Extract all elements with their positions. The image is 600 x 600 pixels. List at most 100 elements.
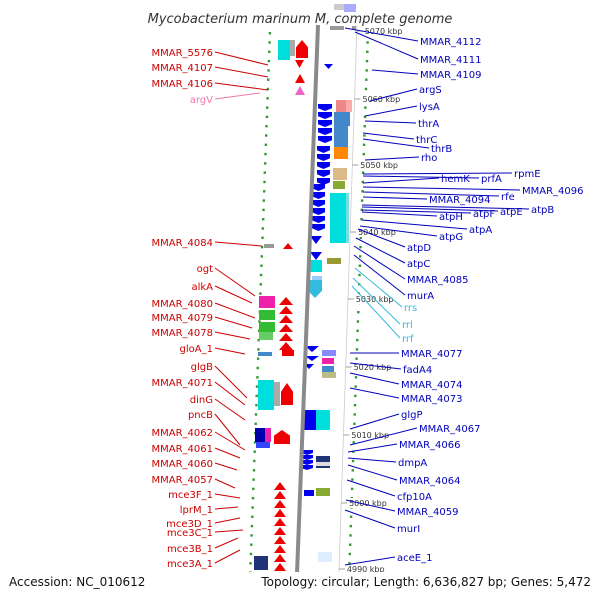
gene-label-lysa: lysA [419,102,440,113]
tick-dot-left [250,543,253,546]
tick-dot-left [252,469,256,472]
feature-block [336,100,346,112]
reverse-gene-block [317,154,330,161]
feature-block [258,352,272,356]
gene-label-mmar-4061: MMAR_4061 [152,444,214,455]
feature-block [259,322,275,332]
gene-label-mmar-4096: MMAR_4096 [522,186,584,197]
gene-label-argv: argV [190,95,213,106]
feature-block [256,442,270,448]
reverse-gene-block [301,450,313,455]
leader-line [214,478,236,489]
tick-dot-right [349,524,352,528]
tick-dot-left [251,515,254,518]
kbp-label: 5000 kbp [349,499,387,508]
gene-label-mce3f-1: mce3F_1 [168,490,213,501]
tick-dot-left [255,385,259,388]
tick-dot-left [261,236,264,239]
feature-block [316,488,330,496]
leader-line [354,31,419,60]
tick-dot-left [250,534,253,537]
kbp-label-bg [358,160,402,170]
tick-dot-right [364,87,368,91]
leader-line [364,120,417,124]
genome-backbone [294,24,320,600]
leader-line [214,241,263,247]
leader-line [214,398,246,421]
tick-dot-right [363,115,367,119]
forward-gene-arrow [274,518,286,526]
tick-dot-right [352,450,355,453]
tick-dot-left [256,357,260,360]
gene-label-hemk: hemK [441,174,470,185]
kbp-label: 5020 kbp [354,363,392,372]
feature-block [330,193,346,243]
gene-label-atpf: atpF [473,209,495,220]
tick-dot-left [264,162,267,165]
reverse-gene-block [312,192,325,199]
gene-label-mura: murA [407,291,434,302]
gene-label-rrs: rrs [404,303,417,314]
feature-block [290,40,295,56]
forward-gene-arrow [279,333,293,341]
reverse-gene-arrow [305,356,319,361]
leader-line [353,254,406,296]
leader-line [361,219,468,230]
tick-dot-right [360,208,363,212]
kbp-label-bg [360,94,404,104]
feature-block [322,372,336,378]
kbp-label: 5060 kbp [363,95,401,104]
tick-dot-right [351,469,354,472]
tick-dot-left [249,552,253,556]
feature-block [334,160,348,168]
leader-line [362,186,521,191]
leader-line [214,51,269,66]
gene-label-thrb: thrB [431,144,452,155]
reverse-gene-arrow [324,64,333,69]
gene-label-atpb: atpB [531,205,554,216]
kbp-label: 5070 kbp [365,27,403,36]
tick-dot-left [259,283,262,286]
feature-block [255,428,265,442]
tick-dot-left [268,32,272,35]
leader-line [214,506,239,510]
gene-label-atph: atpH [439,212,463,223]
tick-dot-right [354,394,357,398]
tick-dot-right [359,236,362,239]
leader-line [362,132,415,140]
reverse-gene-block [312,200,325,207]
feature-block [322,366,334,372]
tick-dot-left [267,69,270,72]
gene-label-ogt: ogt [197,264,213,275]
leader-line [362,191,500,197]
leader-line [214,302,256,319]
tick-dot-right [349,534,352,537]
tick-dot-left [260,264,263,267]
gene-label-atpe: atpE [500,207,523,218]
leader-line [347,464,398,481]
reverse-gene-block [318,136,332,143]
tick-dot-right [349,515,353,518]
feature-block [334,4,344,10]
tick-dot-left [266,106,269,109]
kbp-label-bg [362,26,406,36]
tick-dot-left [252,478,255,481]
gene-label-mmar-4077: MMAR_4077 [401,349,463,360]
leader-line [214,331,251,340]
kbp-label: 5010 kbp [351,431,389,440]
forward-gene-block [274,430,290,444]
accession-text: Accession: NC_010612 [9,575,145,589]
leader-line [357,228,406,248]
leader-line [214,517,241,524]
leader-line [214,92,261,100]
feature-block [264,244,274,248]
leader-line [214,316,253,329]
leader-line [214,285,253,304]
tick-dot-right [355,348,359,351]
gene-label-mmar-4064: MMAR_4064 [399,476,461,487]
feature-block [330,26,344,30]
feature-block [278,40,290,60]
tick-dot-left [262,208,265,212]
leader-line [362,175,480,179]
